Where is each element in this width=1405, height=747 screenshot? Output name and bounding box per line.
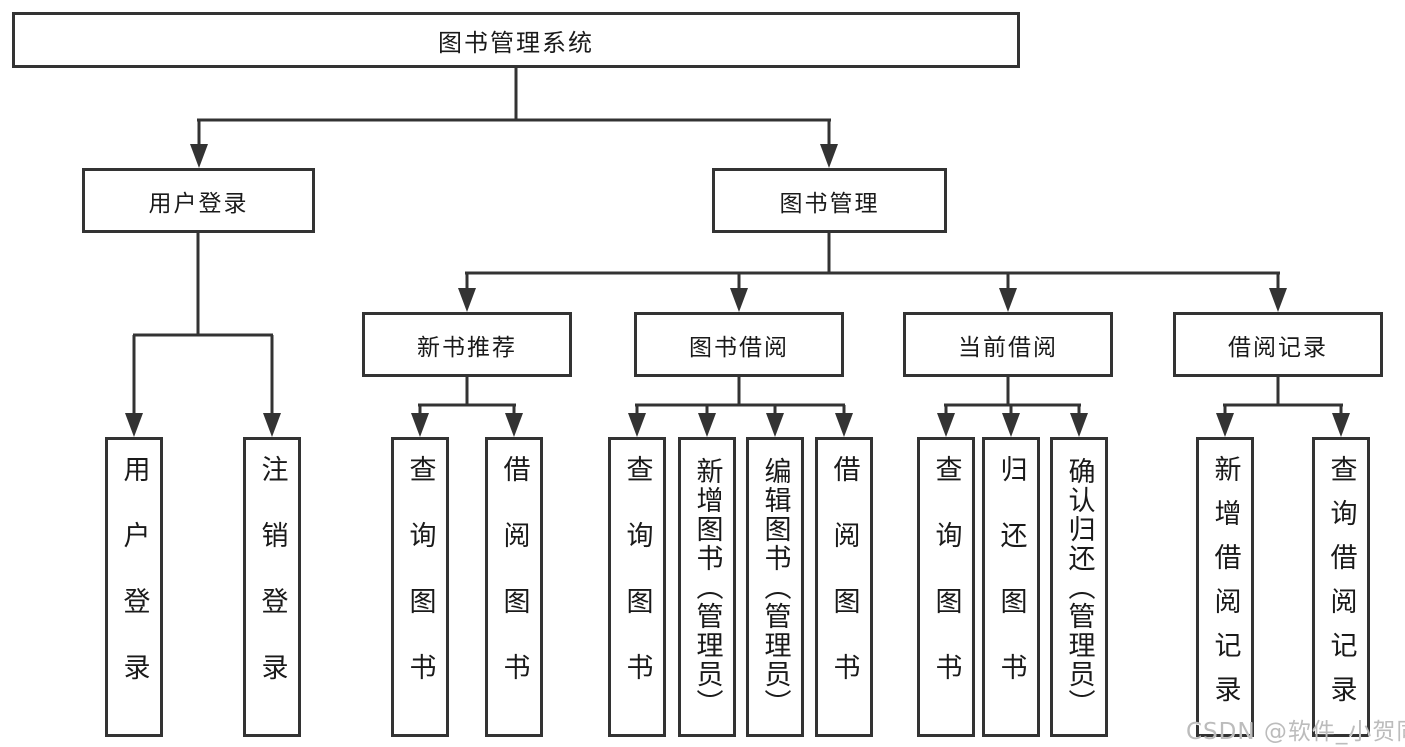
leaf-query-book-3: 查询图书	[917, 437, 975, 737]
leaf-edit-book-admin-label: 编辑图书（管理员）	[759, 456, 791, 718]
leaf-borrow-book-1-label: 借阅图书	[498, 455, 530, 719]
leaf-add-borrow-record-label: 新增借阅记录	[1209, 455, 1241, 719]
leaf-query-book-1: 查询图书	[391, 437, 449, 737]
leaf-borrow-book-2: 借阅图书	[815, 437, 873, 737]
node-book-borrow: 图书借阅	[634, 312, 844, 377]
leaf-user-login-label: 用户登录	[118, 455, 150, 719]
node-book-borrow-label: 图书借阅	[689, 334, 789, 361]
arrowheads	[125, 144, 1350, 437]
leaf-add-borrow-record: 新增借阅记录	[1196, 437, 1254, 737]
leaf-confirm-return-admin: 确认归还（管理员）	[1050, 437, 1108, 737]
node-new-book-recommend-label: 新书推荐	[417, 334, 517, 361]
leaf-query-borrow-record-label: 查询借阅记录	[1325, 455, 1357, 719]
leaf-query-book-2-label: 查询图书	[621, 455, 653, 719]
csdn-watermark: CSDN @软件_小贺同学	[1186, 719, 1405, 745]
leaf-borrow-book-2-label: 借阅图书	[828, 455, 860, 719]
leaf-return-book-label: 归还图书	[995, 455, 1027, 719]
leaf-add-book-admin: 新增图书（管理员）	[678, 437, 736, 737]
node-borrow-records: 借阅记录	[1173, 312, 1383, 377]
node-user-login: 用户登录	[82, 168, 315, 233]
leaf-user-login: 用户登录	[105, 437, 163, 737]
connector-shafts	[132, 68, 1343, 420]
leaf-add-book-admin-label: 新增图书（管理员）	[691, 456, 723, 718]
leaf-query-book-3-label: 查询图书	[930, 455, 962, 719]
leaf-return-book: 归还图书	[982, 437, 1040, 737]
node-book-management-label: 图书管理	[779, 190, 880, 217]
node-book-management: 图书管理	[712, 168, 947, 233]
node-root-label: 图书管理系统	[438, 28, 594, 57]
leaf-edit-book-admin: 编辑图书（管理员）	[746, 437, 804, 737]
leaf-borrow-book-1: 借阅图书	[485, 437, 543, 737]
leaf-logout: 注销登录	[243, 437, 301, 737]
node-user-login-label: 用户登录	[148, 190, 249, 217]
node-new-book-recommend: 新书推荐	[362, 312, 572, 377]
leaf-query-book-2: 查询图书	[608, 437, 666, 737]
leaf-query-book-1-label: 查询图书	[404, 455, 436, 719]
node-current-borrow-label: 当前借阅	[958, 334, 1058, 361]
node-current-borrow: 当前借阅	[903, 312, 1113, 377]
leaf-logout-label: 注销登录	[256, 455, 288, 719]
leaf-query-borrow-record: 查询借阅记录	[1312, 437, 1370, 737]
node-borrow-records-label: 借阅记录	[1228, 334, 1328, 361]
leaf-confirm-return-admin-label: 确认归还（管理员）	[1063, 456, 1095, 718]
node-root: 图书管理系统	[12, 12, 1020, 68]
